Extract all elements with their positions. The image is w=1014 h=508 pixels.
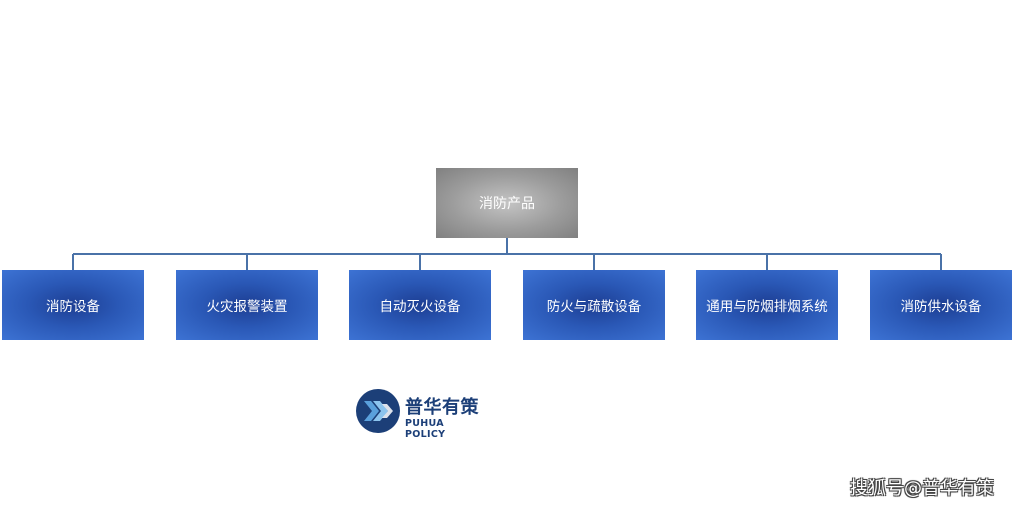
child-node: 火灾报警装置 [176, 270, 318, 340]
child-node-label: 火灾报警装置 [206, 299, 288, 315]
puhua-logo: 普华有策 PUHUA POLICY [355, 388, 485, 440]
child-node: 消防供水设备 [870, 270, 1012, 340]
root-node: 消防产品 [436, 168, 578, 238]
child-node: 防火与疏散设备 [523, 270, 665, 340]
root-node-label: 消防产品 [479, 196, 535, 212]
child-node: 消防设备 [2, 270, 144, 340]
child-node: 通用与防烟排烟系统 [696, 270, 838, 340]
logo-name-en: PUHUA POLICY [405, 418, 446, 440]
child-node-label: 防火与疏散设备 [546, 299, 642, 315]
puhua-logo-icon [356, 389, 400, 433]
child-node-label: 消防设备 [46, 299, 100, 315]
child-node-label: 通用与防烟排烟系统 [706, 299, 828, 315]
child-node: 自动灭火设备 [349, 270, 491, 340]
logo-name-cn: 普华有策 [405, 397, 479, 418]
child-node-label: 消防供水设备 [900, 299, 982, 315]
watermark-text: 搜狐号@普华有策 [850, 478, 994, 499]
child-node-label: 自动灭火设备 [379, 299, 461, 315]
